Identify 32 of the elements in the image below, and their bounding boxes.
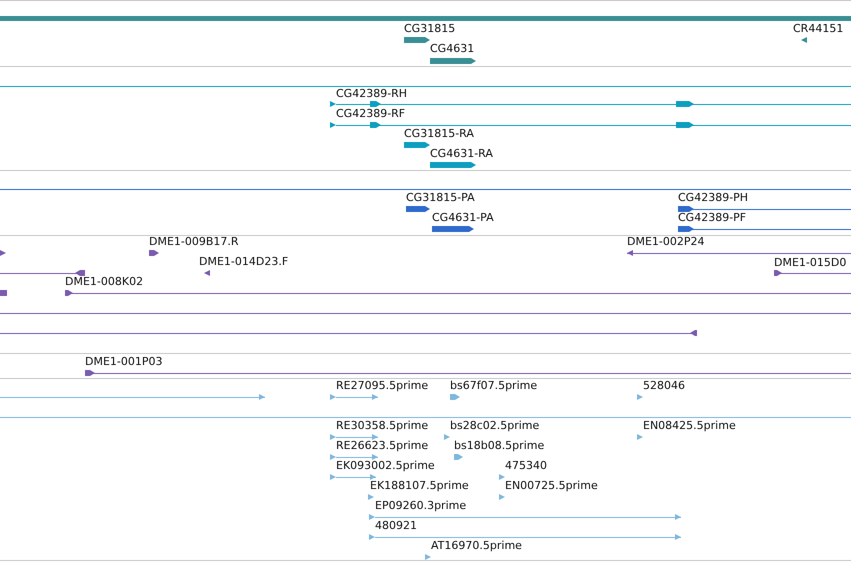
feature-label: 528046 (643, 379, 685, 392)
feature-label: CG31815 (404, 22, 456, 35)
feature-label: EP09260.3prime (375, 499, 466, 512)
feature-label: EK188107.5prime (370, 479, 469, 492)
feature-label: RE26623.5prime (336, 439, 428, 452)
feature-label: CG42389-PF (678, 211, 746, 224)
feature-label: RE27095.5prime (336, 379, 428, 392)
feature-label: CG42389-RH (336, 87, 408, 100)
feature-label: CG42389-RF (336, 107, 406, 120)
feature-label: DME1-001P03 (85, 355, 163, 368)
feature-label: CG4631-PA (432, 211, 494, 224)
feature-label: CG31815-RA (404, 127, 474, 140)
feature-label: DME1-009B17.R (149, 235, 239, 248)
feature-label: DME1-014D23.F (199, 255, 288, 268)
feature-label: 475340 (505, 459, 547, 472)
feature-label: DME1-002P24 (627, 235, 705, 248)
feature-label: EN00725.5prime (505, 479, 598, 492)
feature-label: bs67f07.5prime (450, 379, 538, 392)
feature-label: AT16970.5prime (431, 539, 522, 552)
feature-label: CG31815-PA (406, 191, 475, 204)
feature-label: RE30358.5prime (336, 419, 428, 432)
feature-label: bs28c02.5prime (450, 419, 540, 432)
feature-label: EK093002.5prime (336, 459, 435, 472)
feature-label: CG42389-PH (678, 191, 748, 204)
feature-label: DME1-015D0 (774, 256, 846, 269)
feature-label: EN08425.5prime (643, 419, 736, 432)
feature-label: CG4631 (430, 42, 474, 55)
feature-label: 480921 (375, 519, 417, 532)
feature-label: CG4631-RA (430, 147, 493, 160)
feature-label: bs18b08.5prime (454, 439, 544, 452)
feature-label: DME1-008K02 (65, 275, 144, 288)
feature-label: CR44151 (793, 22, 844, 35)
